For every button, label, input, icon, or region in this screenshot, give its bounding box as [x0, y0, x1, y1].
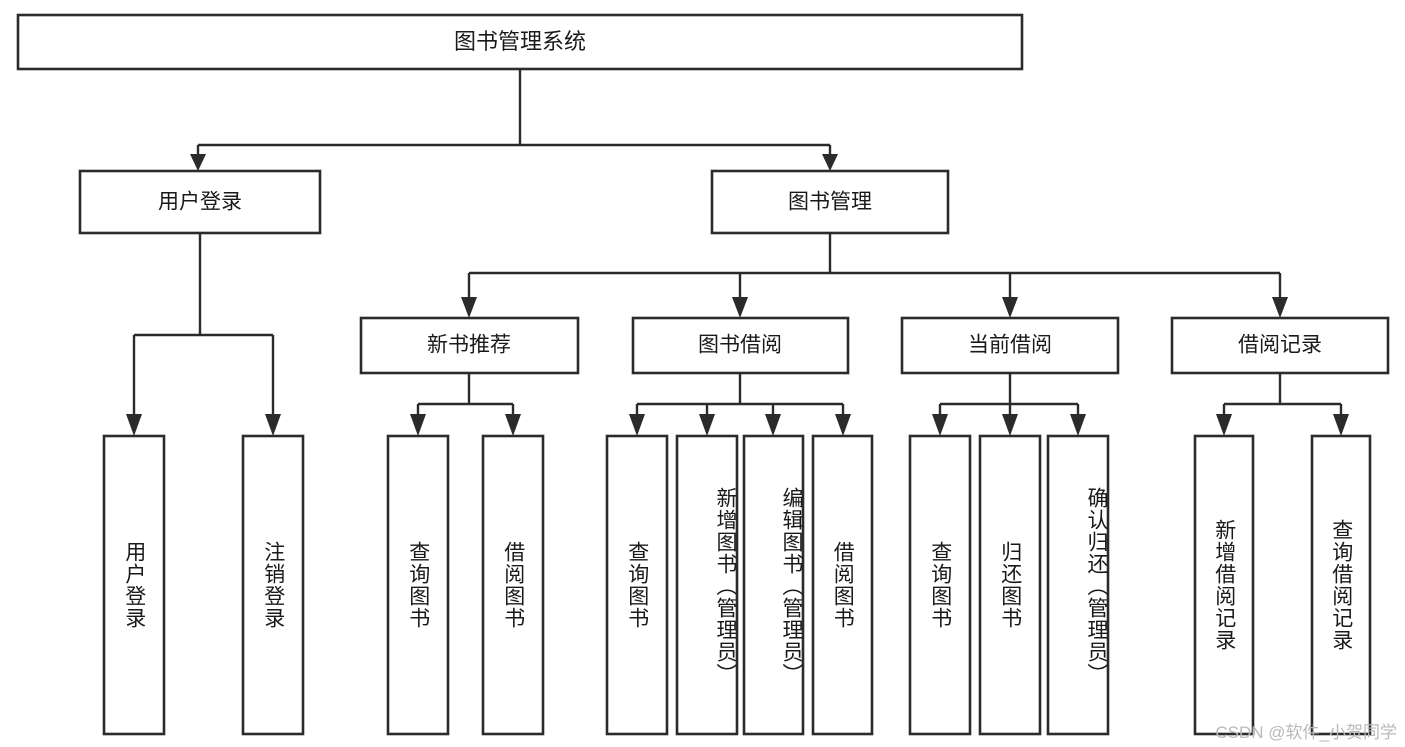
- connector-user-login-to-leaves: [126, 233, 281, 436]
- arrow-head-icon: [699, 414, 715, 436]
- leaf-box-borrow-book-rec[interactable]: [481, 434, 545, 736]
- leaf-box-user-logout[interactable]: [241, 434, 305, 736]
- arrow-head-icon: [410, 414, 426, 436]
- leaf-boxes: [102, 434, 1372, 736]
- watermark-text: CSDN @软件_小贺同学: [1215, 723, 1397, 742]
- arrow-head-icon: [265, 414, 281, 436]
- arrow-head-icon: [835, 414, 851, 436]
- arrow-head-icon: [932, 414, 948, 436]
- node-user-login-box[interactable]: [78, 169, 322, 235]
- arrow-head-icon: [1272, 297, 1288, 318]
- arrow-head-icon: [732, 297, 748, 318]
- node-borrow-record-label: 借阅记录: [1238, 334, 1322, 357]
- leaf-box-borrow-book[interactable]: [811, 434, 874, 736]
- leaf-box-add-book[interactable]: [675, 434, 739, 736]
- leaf-box-query-book-rec[interactable]: [386, 434, 450, 736]
- leaf-box-confirm-return[interactable]: [1046, 434, 1110, 736]
- node-book-manage-label: 图书管理: [788, 191, 872, 214]
- node-root-box[interactable]: [16, 13, 1024, 71]
- node-current-borrow-box[interactable]: [900, 316, 1120, 375]
- arrow-head-icon: [190, 154, 206, 171]
- connector-new-book-rec-to-leaves: [410, 373, 521, 436]
- connector-book-manage-to-level3: [461, 233, 1288, 318]
- node-borrow-record[interactable]: 借阅记录: [1170, 316, 1390, 375]
- node-current-borrow-label: 当前借阅: [968, 334, 1052, 357]
- node-root[interactable]: 图书管理系统: [16, 13, 1024, 71]
- connector-current-borrow-to-leaves: [932, 373, 1086, 436]
- leaf-box-query-book-borrow[interactable]: [605, 434, 669, 736]
- leaf-box-user-login[interactable]: [102, 434, 166, 736]
- node-user-login[interactable]: 用户登录: [78, 169, 322, 235]
- node-book-manage[interactable]: 图书管理: [710, 169, 950, 235]
- arrow-head-icon: [822, 154, 838, 171]
- connector-root-to-level2: [190, 69, 838, 171]
- arrow-head-icon: [1070, 414, 1086, 436]
- node-root-label: 图书管理系统: [454, 29, 586, 54]
- node-book-manage-box[interactable]: [710, 169, 950, 235]
- node-new-book-rec[interactable]: 新书推荐: [359, 316, 580, 375]
- node-book-borrow[interactable]: 图书借阅: [631, 316, 850, 375]
- arrow-head-icon: [1333, 414, 1349, 436]
- node-new-book-rec-box[interactable]: [359, 316, 580, 375]
- arrow-head-icon: [1216, 414, 1232, 436]
- connector-book-borrow-to-leaves: [629, 373, 851, 436]
- arrow-head-icon: [1002, 297, 1018, 318]
- connector-borrow-record-to-leaves: [1216, 373, 1349, 436]
- node-book-borrow-label: 图书借阅: [698, 334, 782, 357]
- leaf-box-edit-book[interactable]: [742, 434, 805, 736]
- node-current-borrow[interactable]: 当前借阅: [900, 316, 1120, 375]
- arrow-head-icon: [765, 414, 781, 436]
- arrow-head-icon: [629, 414, 645, 436]
- node-book-borrow-box[interactable]: [631, 316, 850, 375]
- node-borrow-record-box[interactable]: [1170, 316, 1390, 375]
- arrow-head-icon: [1002, 414, 1018, 436]
- leaf-box-add-borrow-record[interactable]: [1193, 434, 1255, 736]
- node-new-book-rec-label: 新书推荐: [427, 334, 511, 357]
- arrow-head-icon: [461, 297, 477, 318]
- arrow-head-icon: [126, 414, 142, 436]
- arrow-head-icon: [505, 414, 521, 436]
- leaf-box-return-book[interactable]: [978, 434, 1042, 736]
- leaf-box-query-book-current[interactable]: [908, 434, 972, 736]
- leaf-box-query-borrow-record[interactable]: [1310, 434, 1372, 736]
- node-user-login-label: 用户登录: [158, 191, 242, 214]
